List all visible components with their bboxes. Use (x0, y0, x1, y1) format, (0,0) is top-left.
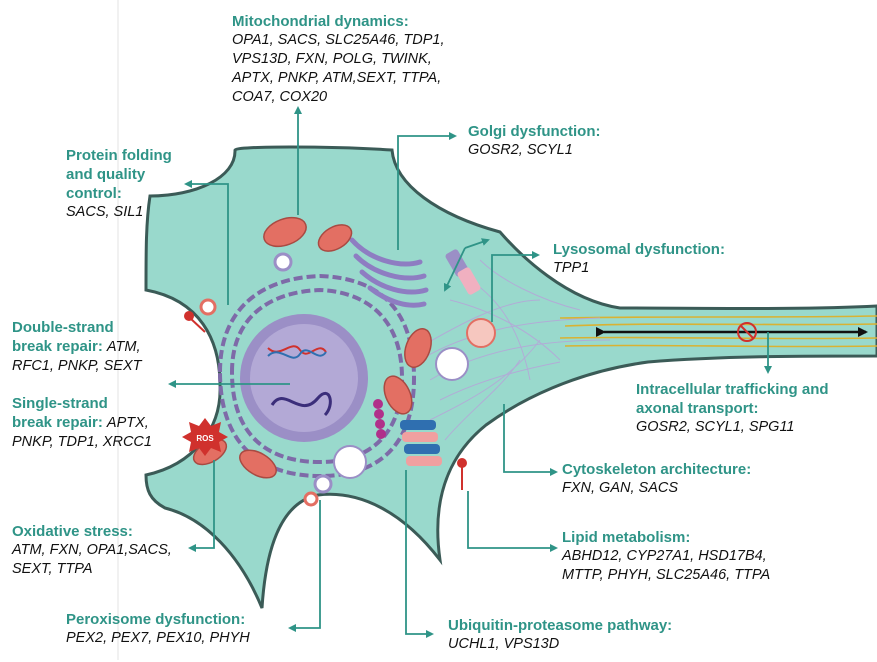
perox-title: Peroxisome dysfunction: (66, 610, 250, 629)
protein-title-2: and quality (66, 165, 172, 184)
traffic-title-2: axonal transport: (636, 399, 829, 418)
ssb-title-2: break repair: (12, 414, 103, 431)
dsb-title-1: Double-strand (12, 318, 141, 337)
oxid-genes-1: ATM, FXN, OPA1,SACS, (12, 541, 172, 560)
cyto-genes: FXN, GAN, SACS (562, 479, 751, 498)
label-lysosomal-dysfunction: Lysosomal dysfunction: TPP1 (553, 240, 725, 278)
label-protein-folding: Protein folding and quality control: SAC… (66, 146, 172, 222)
lipid-genes-1: ABHD12, CYP27A1, HSD17B4, (562, 547, 770, 566)
protein-title-3: control: (66, 184, 172, 203)
oxid-genes-2: SEXT, TTPA (12, 560, 172, 579)
label-lipid-metabolism: Lipid metabolism: ABHD12, CYP27A1, HSD17… (562, 528, 770, 585)
ssb-genes: PNKP, TDP1, XRCC1 (12, 433, 152, 452)
label-cytoskeleton: Cytoskeleton architecture: FXN, GAN, SAC… (562, 460, 751, 498)
label-peroxisome-dysfunction: Peroxisome dysfunction: PEX2, PEX7, PEX1… (66, 610, 250, 648)
lyso-title: Lysosomal dysfunction: (553, 240, 725, 259)
ups-genes: UCHL1, VPS13D (448, 635, 672, 654)
ssb-title-1: Single-strand (12, 394, 152, 413)
ups-title: Ubiquitin-proteasome pathway: (448, 616, 672, 635)
lipid-genes-2: MTTP, PHYH, SLC25A46, TTPA (562, 566, 770, 585)
mito-genes-3: APTX, PNKP, ATM,SEXT, TTPA, (232, 69, 445, 88)
dsb-genes: RFC1, PNKP, SEXT (12, 357, 141, 376)
cyto-title: Cytoskeleton architecture: (562, 460, 751, 479)
label-mitochondrial-dynamics: Mitochondrial dynamics: OPA1, SACS, SLC2… (232, 12, 445, 107)
label-double-strand-break: Double-strand break repair: ATM, RFC1, P… (12, 318, 141, 376)
golgi-title: Golgi dysfunction: (468, 122, 601, 141)
mito-genes-2: VPS13D, FXN, POLG, TWINK, (232, 50, 445, 69)
golgi-genes: GOSR2, SCYL1 (468, 141, 601, 160)
label-oxidative-stress: Oxidative stress: ATM, FXN, OPA1,SACS, S… (12, 522, 172, 579)
lyso-genes: TPP1 (553, 259, 725, 278)
label-single-strand-break: Single-strand break repair: APTX, PNKP, … (12, 394, 152, 452)
label-golgi-dysfunction: Golgi dysfunction: GOSR2, SCYL1 (468, 122, 601, 160)
dsb-title-2: break repair: (12, 338, 103, 355)
ssb-genes-inline: APTX, (107, 415, 149, 431)
traffic-genes: GOSR2, SCYL1, SPG11 (636, 418, 829, 437)
perox-genes: PEX2, PEX7, PEX10, PHYH (66, 629, 250, 648)
dsb-genes-inline: ATM, (107, 339, 141, 355)
mito-title: Mitochondrial dynamics: (232, 12, 445, 31)
traffic-title-1: Intracellular trafficking and (636, 380, 829, 399)
label-ubiquitin-proteasome: Ubiquitin-proteasome pathway: UCHL1, VPS… (448, 616, 672, 654)
ros-label: ROS (196, 434, 214, 443)
oxid-title: Oxidative stress: (12, 522, 172, 541)
mito-genes-1: OPA1, SACS, SLC25A46, TDP1, (232, 31, 445, 50)
protein-genes: SACS, SIL1 (66, 203, 172, 222)
nucleus (240, 314, 368, 442)
mito-genes-4: COA7, COX20 (232, 88, 445, 107)
protein-title-1: Protein folding (66, 146, 172, 165)
lipid-title: Lipid metabolism: (562, 528, 770, 547)
label-intracellular-trafficking: Intracellular trafficking and axonal tra… (636, 380, 829, 437)
